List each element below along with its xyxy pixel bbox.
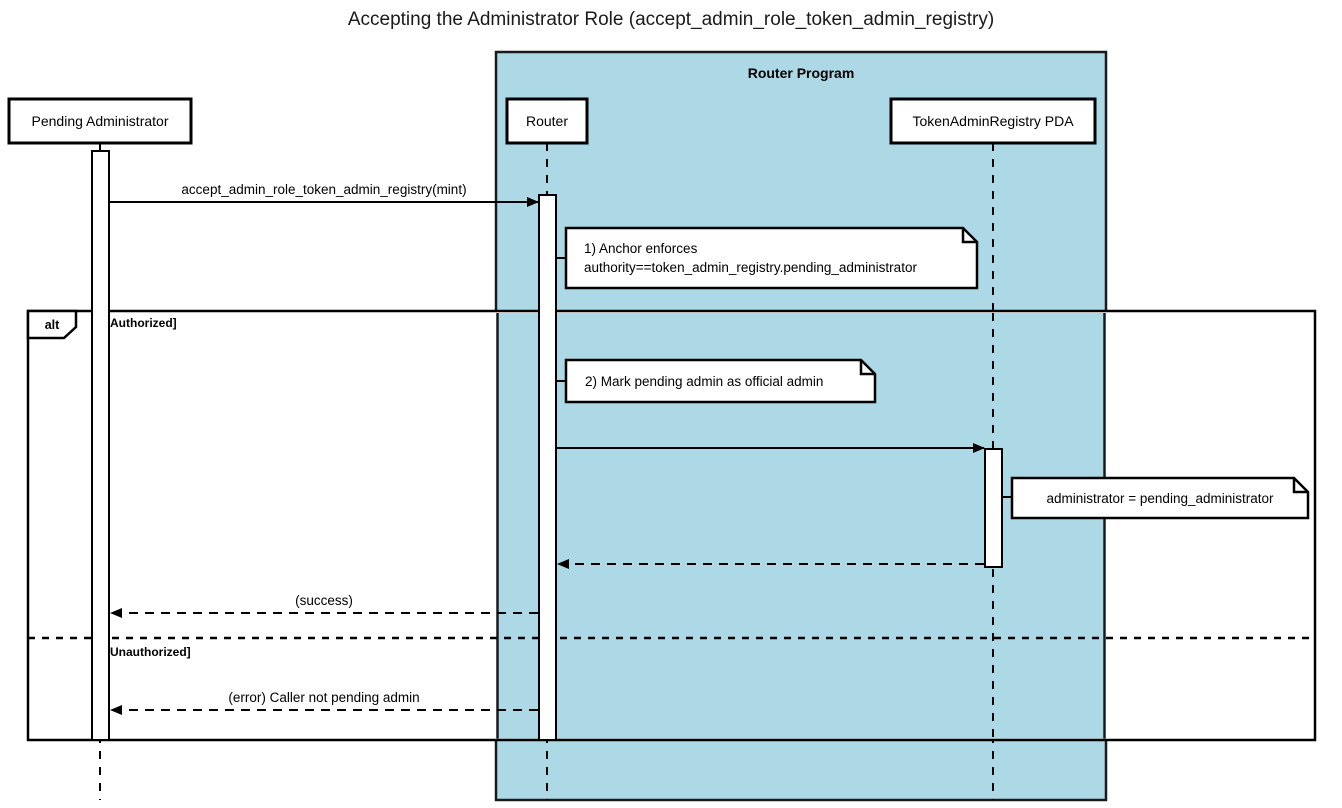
message-label-1: accept_admin_role_token_admin_registry(m… xyxy=(181,182,466,197)
note-body-2 xyxy=(564,358,877,404)
participant-head-router[interactable]: Router xyxy=(505,97,589,145)
activation-pending-administrator xyxy=(91,150,110,741)
message-label-4: (success) xyxy=(295,593,353,608)
note-line-1b: authority==token_admin_registry.pending_… xyxy=(584,260,917,275)
note-fold-1 xyxy=(961,228,977,244)
note-line-1a: 1) Anchor enforces xyxy=(584,241,698,256)
diagram-title: Accepting the Administrator Role (accept… xyxy=(348,9,994,30)
message-success[interactable]: (success) xyxy=(110,593,538,618)
activation-router xyxy=(538,194,557,741)
participant-box-router[interactable] xyxy=(505,97,589,145)
group-box-label: Router Program xyxy=(748,65,855,81)
participant-head-tokenadminregistry-pda[interactable]: TokenAdminRegistry PDA xyxy=(889,97,1097,145)
participant-label-tokenadminregistry-pda: TokenAdminRegistry PDA xyxy=(912,113,1074,129)
participant-head-pending-administrator[interactable]: Pending Administrator xyxy=(7,97,193,145)
message-label-5: (error) Caller not pending admin xyxy=(228,690,419,705)
note-fold-3 xyxy=(1292,478,1308,494)
participant-label-pending-administrator: Pending Administrator xyxy=(32,113,169,129)
activation-tokenadminregistry-pda xyxy=(984,448,1003,568)
note-line-2a: 2) Mark pending admin as official admin xyxy=(585,374,823,389)
alt-keyword-label: alt xyxy=(45,318,60,332)
alt-guard-authorized: [Authorized] xyxy=(106,316,177,330)
note-administrator-assignment: administrator = pending_administrator xyxy=(1002,476,1310,520)
note-body-1 xyxy=(564,226,979,290)
note-mark-pending-admin: 2) Mark pending admin as official admin xyxy=(556,358,877,404)
note-anchor-enforces: 1) Anchor enforces authority==token_admi… xyxy=(556,226,979,290)
message-accept-admin-role[interactable]: accept_admin_role_token_admin_registry(m… xyxy=(109,182,539,207)
alt-keyword-tab: alt xyxy=(26,309,78,340)
message-error[interactable]: (error) Caller not pending admin xyxy=(110,690,538,715)
participant-box-tokenadminregistry-pda[interactable] xyxy=(889,97,1097,145)
activation-bars xyxy=(91,150,1003,741)
note-line-3a: administrator = pending_administrator xyxy=(1047,491,1274,506)
alt-keyword-tab-shape xyxy=(26,309,78,340)
note-fold-2 xyxy=(859,360,875,376)
alt-guard-unauthorized: [Unauthorized] xyxy=(106,645,191,659)
participant-label-router: Router xyxy=(526,113,568,129)
participant-box-pending-administrator[interactable] xyxy=(7,97,193,145)
note-body-3 xyxy=(1010,476,1310,520)
